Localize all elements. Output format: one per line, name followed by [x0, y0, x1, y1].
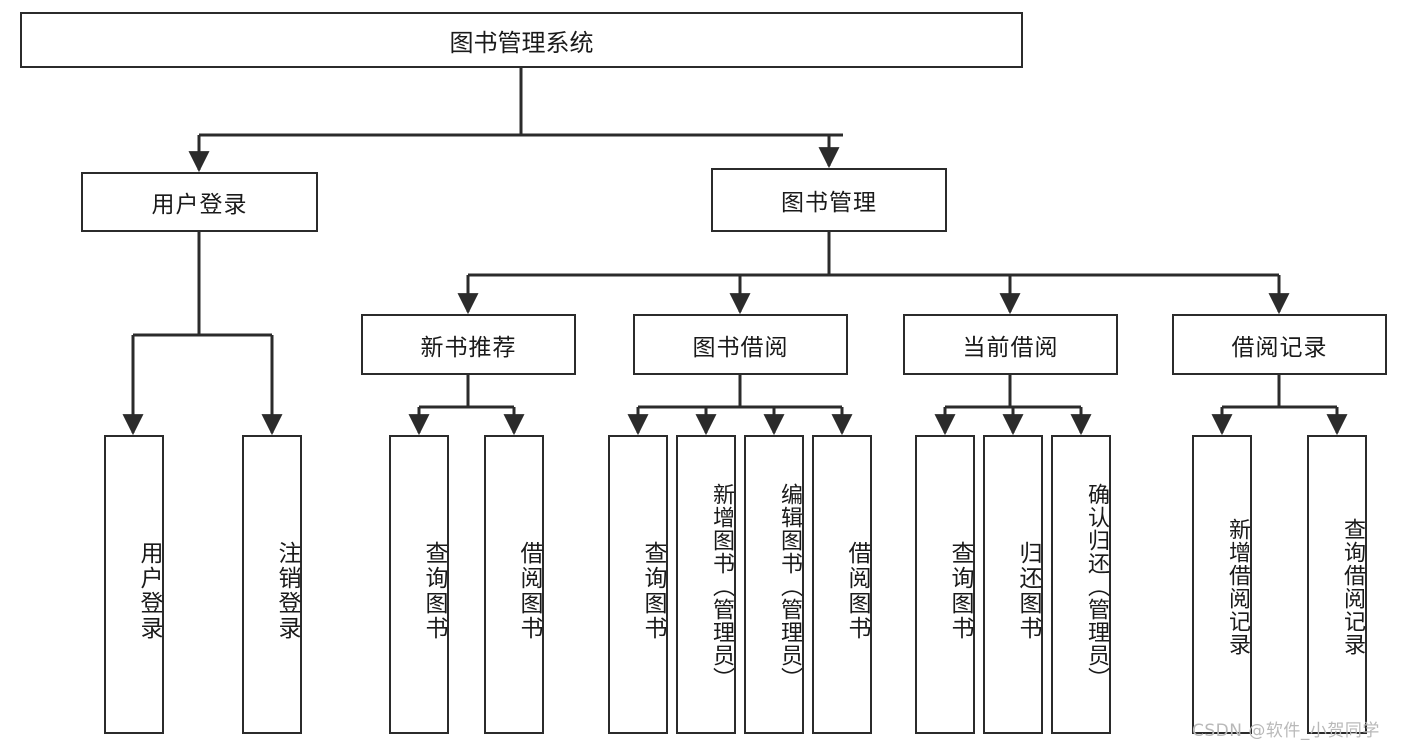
node-user-login[interactable]: 用户登录 [81, 172, 318, 232]
leaf-user-logout[interactable]: 注销登录 [242, 435, 302, 734]
leaf-query-record[interactable]: 查询借阅记录 [1307, 435, 1367, 734]
leaf-confirm-return[interactable]: 确认归还（管理员） [1051, 435, 1111, 734]
node-root[interactable]: 图书管理系统 [20, 12, 1023, 68]
leaf-query-book-current[interactable]: 查询图书 [915, 435, 975, 734]
leaf-add-record[interactable]: 新增借阅记录 [1192, 435, 1252, 734]
leaf-edit-book[interactable]: 编辑图书（管理员） [744, 435, 804, 734]
leaf-borrow-book-new-rec[interactable]: 借阅图书 [484, 435, 544, 734]
leaf-query-book-new-rec[interactable]: 查询图书 [389, 435, 449, 734]
node-borrow-record[interactable]: 借阅记录 [1172, 314, 1387, 375]
leaf-return-book[interactable]: 归还图书 [983, 435, 1043, 734]
leaf-add-book[interactable]: 新增图书（管理员） [676, 435, 736, 734]
node-book-manage[interactable]: 图书管理 [711, 168, 947, 232]
leaf-query-book-borrow[interactable]: 查询图书 [608, 435, 668, 734]
leaf-user-login[interactable]: 用户登录 [104, 435, 164, 734]
leaf-borrow-book[interactable]: 借阅图书 [812, 435, 872, 734]
node-new-book-rec[interactable]: 新书推荐 [361, 314, 576, 375]
node-current-borrow[interactable]: 当前借阅 [903, 314, 1118, 375]
node-book-borrow[interactable]: 图书借阅 [633, 314, 848, 375]
